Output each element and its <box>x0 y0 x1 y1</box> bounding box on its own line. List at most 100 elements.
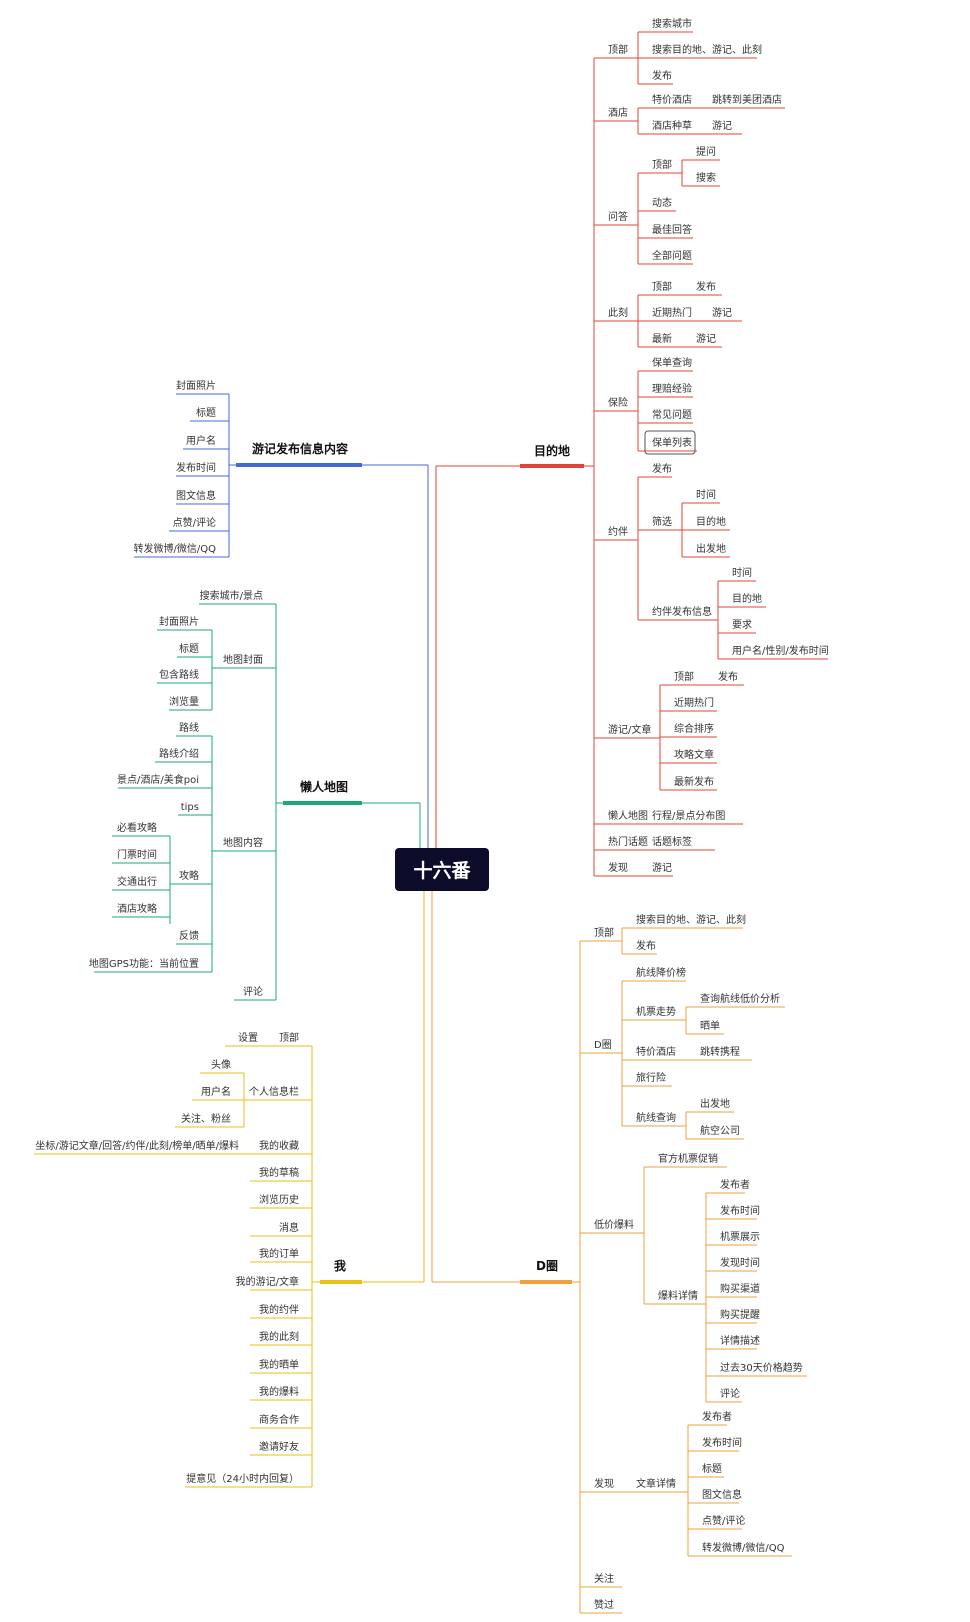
mind-map-node[interactable]: 动态 <box>652 196 672 209</box>
mind-map-node[interactable]: 商务合作 <box>259 1413 299 1426</box>
mind-map-node[interactable]: 个人信息栏 <box>249 1085 299 1098</box>
mind-map-node[interactable]: 筛选 <box>652 515 672 528</box>
mind-map-node[interactable]: 酒店种草 <box>652 119 692 132</box>
mind-map-node[interactable]: 过去30天价格趋势 <box>720 1361 803 1374</box>
mind-map-node[interactable]: 航线降价榜 <box>636 966 686 979</box>
mind-map-node[interactable]: 最新发布 <box>674 775 714 788</box>
mind-map-node[interactable]: 封面照片 <box>176 379 216 392</box>
mind-map-node[interactable]: D圈 <box>594 1039 612 1051</box>
mind-map-node[interactable]: 发布 <box>636 939 656 952</box>
mind-map-node[interactable]: 保单列表 <box>652 436 692 449</box>
mind-map-node[interactable]: 标题 <box>196 407 216 419</box>
mind-map-node[interactable]: 机票走势 <box>636 1005 676 1018</box>
mind-map-node[interactable]: 设置 <box>238 1032 258 1044</box>
mind-map-node[interactable]: 发布者 <box>702 1410 732 1423</box>
mind-map-node[interactable]: 发现 <box>608 861 628 874</box>
mind-map-node[interactable]: 浏览量 <box>169 695 199 708</box>
mind-map-node[interactable]: 交通出行 <box>117 875 157 888</box>
mind-map-node[interactable]: 发布时间 <box>176 461 216 474</box>
mind-map-node[interactable]: 目的地 <box>732 592 762 605</box>
mind-map-node[interactable]: 赞过 <box>594 1598 614 1611</box>
mind-map-node[interactable]: 提问 <box>696 145 716 158</box>
mind-map-node[interactable]: 图文信息 <box>176 489 216 502</box>
mind-map-node[interactable]: 封面照片 <box>159 615 199 628</box>
mind-map-node[interactable]: 此刻 <box>608 306 628 319</box>
mind-map-node[interactable]: 文章详情 <box>636 1477 676 1490</box>
mind-map-node[interactable]: 包含路线 <box>159 668 199 681</box>
mind-map-node[interactable]: 发布时间 <box>720 1204 760 1217</box>
mind-map-node[interactable]: 地图内容 <box>223 836 263 849</box>
mind-map-node[interactable]: 要求 <box>732 619 752 631</box>
mind-map-node[interactable]: 酒店 <box>608 106 628 119</box>
mind-map-node[interactable]: 顶部 <box>594 926 614 939</box>
mind-map-node[interactable]: 搜索 <box>696 171 716 184</box>
mind-map-node[interactable]: 关注、粉丝 <box>181 1112 231 1125</box>
mind-map-node[interactable]: 发布 <box>696 280 716 293</box>
branch-me[interactable]: 我 <box>334 1258 346 1273</box>
mind-map-node[interactable]: 特价酒店 <box>636 1045 676 1058</box>
mind-map-node[interactable]: 跳转携程 <box>700 1045 740 1058</box>
mind-map-node[interactable]: 时间 <box>696 488 716 501</box>
mind-map-node[interactable]: 标题 <box>179 643 199 655</box>
root-node[interactable]: 十六番 <box>395 848 489 891</box>
mind-map-node[interactable]: 我的晒单 <box>259 1358 299 1371</box>
mind-map-node[interactable]: 详情描述 <box>720 1334 760 1347</box>
mind-map-node[interactable]: 搜索目的地、游记、此刻 <box>652 43 762 56</box>
mind-map-node[interactable]: 顶部 <box>652 158 672 171</box>
mind-map-node[interactable]: 评论 <box>243 985 263 998</box>
mind-map-node[interactable]: 搜索城市/景点 <box>200 589 263 602</box>
mind-map-node[interactable]: 游记 <box>712 306 732 319</box>
mind-map-node[interactable]: 攻略 <box>179 869 199 882</box>
mind-map-node[interactable]: 发布 <box>652 69 672 82</box>
mind-map-node[interactable]: 顶部 <box>608 43 628 56</box>
mind-map-node[interactable]: 顶部 <box>652 280 672 293</box>
branch-d-circle[interactable]: D圈 <box>536 1258 558 1273</box>
mind-map-node[interactable]: 跳转到美团酒店 <box>712 93 782 106</box>
mind-map-node[interactable]: 出发地 <box>696 542 726 555</box>
mind-map-node[interactable]: 转发微博/微信/QQ <box>702 1541 785 1554</box>
mind-map-node[interactable]: 地图GPS功能：当前位置 <box>89 957 199 970</box>
mind-map-node[interactable]: 酒店攻略 <box>117 902 157 915</box>
mind-map-node[interactable]: 游记 <box>712 119 732 132</box>
mind-map-node[interactable]: 我的此刻 <box>259 1330 299 1343</box>
mind-map-node[interactable]: 邀请好友 <box>259 1440 299 1453</box>
mind-map-node[interactable]: 顶部 <box>674 670 694 683</box>
mind-map-node[interactable]: 关注 <box>594 1572 614 1585</box>
mind-map-node[interactable]: 懒人地图 <box>608 809 648 822</box>
mind-map-node[interactable]: 常见问题 <box>652 408 692 421</box>
branch-lazy-map[interactable]: 懒人地图 <box>300 779 348 794</box>
mind-map-node[interactable]: 转发微博/微信/QQ <box>134 542 217 555</box>
mind-map-node[interactable]: 查询航线低价分析 <box>700 992 780 1005</box>
mind-map-node[interactable]: 点赞/评论 <box>702 1514 745 1527</box>
mind-map-node[interactable]: 用户名/性别/发布时间 <box>732 644 829 657</box>
mind-map-node[interactable]: 搜索城市 <box>652 17 692 30</box>
mind-map-node[interactable]: 我的收藏 <box>259 1139 299 1152</box>
mind-map-node[interactable]: 目的地 <box>696 515 726 528</box>
mind-map-node[interactable]: 我的爆料 <box>259 1385 299 1398</box>
mind-map-node[interactable]: 我的游记/文章 <box>236 1275 299 1288</box>
mind-map-node[interactable]: 发布 <box>718 670 738 683</box>
mind-map-node[interactable]: 游记/文章 <box>608 723 651 736</box>
mind-map-node[interactable]: 热门话题 <box>608 835 648 848</box>
mind-map-node[interactable]: 发布时间 <box>702 1436 742 1449</box>
mind-map-node[interactable]: 反馈 <box>179 929 199 942</box>
mind-map-node[interactable]: 门票时间 <box>117 848 157 861</box>
mind-map-node[interactable]: 坐标/游记文章/回答/约伴/此刻/榜单/晒单/爆料 <box>35 1139 239 1152</box>
mind-map-node[interactable]: 购买渠道 <box>720 1282 760 1295</box>
mind-map-node[interactable]: 最新 <box>652 332 672 345</box>
mind-map-node[interactable]: 爆料详情 <box>658 1289 698 1302</box>
mind-map-node[interactable]: 路线介绍 <box>159 747 199 760</box>
mind-map-node[interactable]: 时间 <box>732 566 752 579</box>
mind-map-node[interactable]: 我的订单 <box>259 1247 299 1260</box>
mind-map-node[interactable]: 约伴 <box>608 525 628 538</box>
mind-map-node[interactable]: 发现时间 <box>720 1256 760 1269</box>
branch-travel-notes[interactable]: 游记发布信息内容 <box>252 441 348 456</box>
mind-map-node[interactable]: 我的约伴 <box>259 1303 299 1316</box>
mind-map-node[interactable]: 约伴发布信息 <box>652 605 712 618</box>
mind-map-node[interactable]: 理赔经验 <box>652 382 692 395</box>
mind-map-node[interactable]: 行程/景点分布图 <box>652 809 725 822</box>
mind-map-node[interactable]: 最佳回答 <box>652 223 692 236</box>
mind-map-node[interactable]: 攻略文章 <box>674 748 714 761</box>
mind-map-node[interactable]: 购买提醒 <box>720 1308 760 1321</box>
mind-map-node[interactable]: 官方机票促销 <box>658 1152 718 1165</box>
